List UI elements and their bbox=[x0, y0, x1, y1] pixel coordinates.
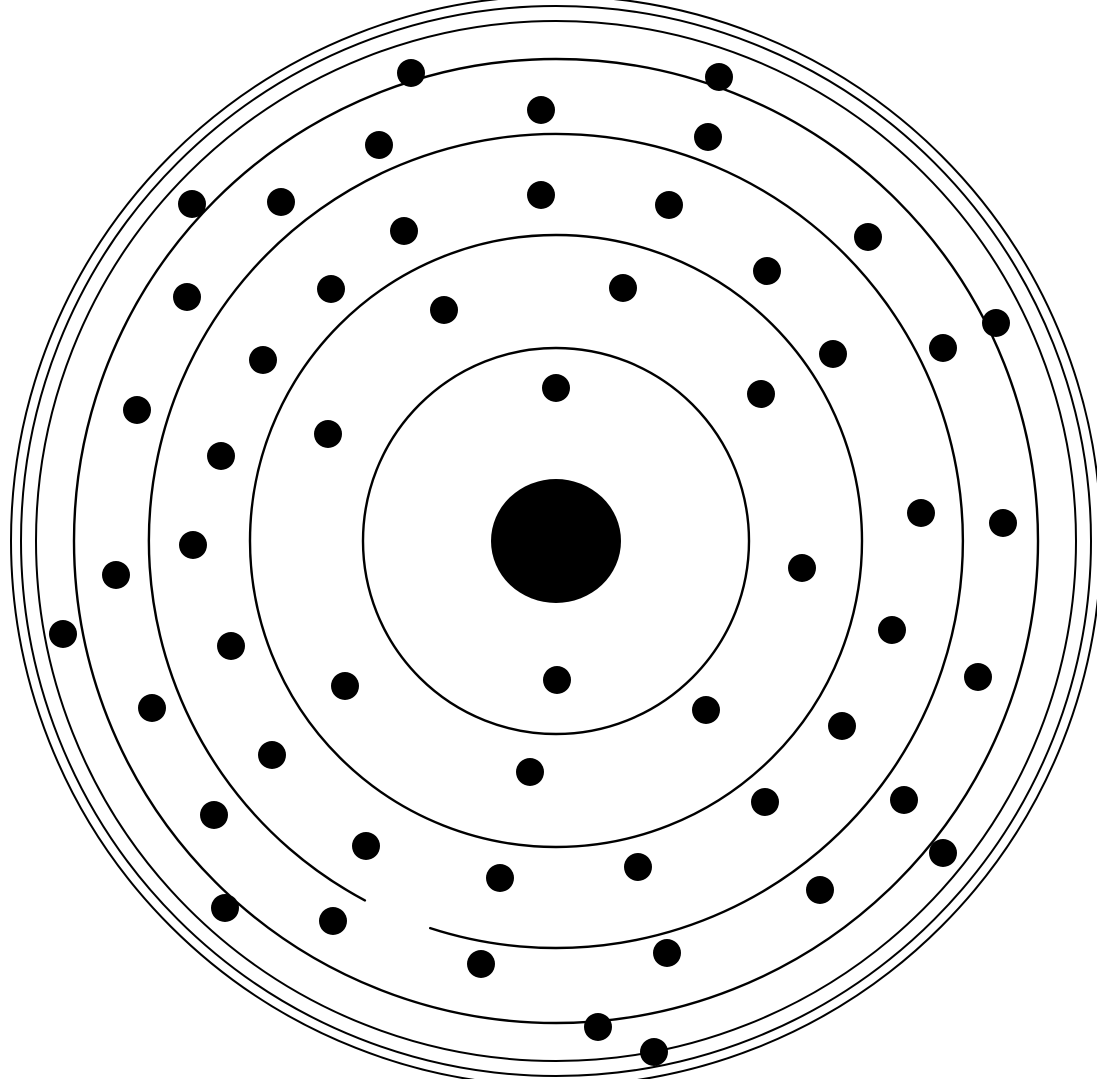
electron-dot bbox=[694, 123, 722, 151]
electron-dot bbox=[267, 188, 295, 216]
electron-dot bbox=[964, 663, 992, 691]
electron-dot bbox=[819, 340, 847, 368]
electron-dot bbox=[878, 616, 906, 644]
electron-dot bbox=[314, 420, 342, 448]
electron-dot bbox=[200, 801, 228, 829]
electron-dot bbox=[527, 181, 555, 209]
electron-dot bbox=[907, 499, 935, 527]
electron-dot bbox=[705, 63, 733, 91]
electron-dot bbox=[890, 786, 918, 814]
electron-dot bbox=[692, 696, 720, 724]
electron-dot bbox=[390, 217, 418, 245]
nucleus bbox=[491, 479, 621, 603]
electron-dot bbox=[542, 374, 570, 402]
electron-dot bbox=[123, 396, 151, 424]
electron-dot bbox=[430, 296, 458, 324]
electron-dot bbox=[653, 939, 681, 967]
electron-dot bbox=[806, 876, 834, 904]
nucleus-layer bbox=[491, 479, 621, 603]
electron-dot bbox=[331, 672, 359, 700]
electron-dot bbox=[584, 1013, 612, 1041]
electron-dot bbox=[467, 950, 495, 978]
electron-dot bbox=[211, 894, 239, 922]
electron-dot bbox=[365, 131, 393, 159]
electron-dot bbox=[747, 380, 775, 408]
electron-dot bbox=[982, 309, 1010, 337]
electron-dot bbox=[788, 554, 816, 582]
electron-dot bbox=[624, 853, 652, 881]
electron-dot bbox=[929, 839, 957, 867]
electron-dot bbox=[173, 283, 201, 311]
electron-dot bbox=[640, 1038, 668, 1066]
electron-dot bbox=[753, 257, 781, 285]
electron-dot bbox=[828, 712, 856, 740]
electron-dot bbox=[527, 96, 555, 124]
electron-dot bbox=[609, 274, 637, 302]
electron-dot bbox=[854, 223, 882, 251]
electron-dot bbox=[317, 275, 345, 303]
electron-dot bbox=[486, 864, 514, 892]
electron-dot bbox=[179, 531, 207, 559]
electron-dot bbox=[49, 620, 77, 648]
electron-dot bbox=[319, 907, 347, 935]
electron-dot bbox=[217, 632, 245, 660]
electron-dot bbox=[989, 509, 1017, 537]
electron-dot bbox=[751, 788, 779, 816]
electron-dot bbox=[138, 694, 166, 722]
electron-dot bbox=[397, 59, 425, 87]
electron-dot bbox=[543, 666, 571, 694]
electron-dot bbox=[207, 442, 235, 470]
electron-dot bbox=[655, 191, 683, 219]
electron-dot bbox=[249, 346, 277, 374]
electron-dot bbox=[102, 561, 130, 589]
electron-dot bbox=[929, 334, 957, 362]
electron-dot bbox=[352, 832, 380, 860]
electron-dot bbox=[516, 758, 544, 786]
electron-dot bbox=[178, 190, 206, 218]
electron-dot bbox=[258, 741, 286, 769]
